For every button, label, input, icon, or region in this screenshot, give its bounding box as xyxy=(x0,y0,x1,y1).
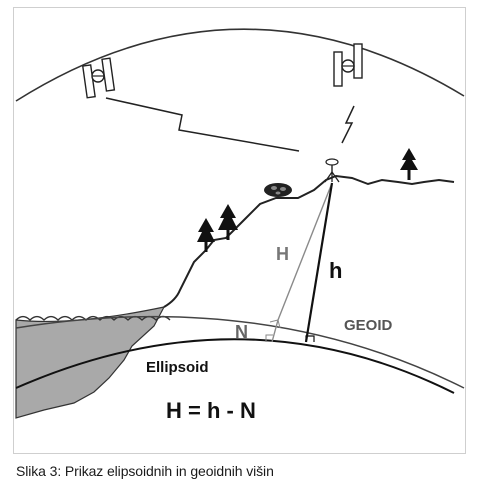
geoid-curve xyxy=(15,315,465,389)
label-geoid-undulation: N xyxy=(235,322,248,342)
figure-caption: Slika 3: Prikaz elipsoidnih in geoidnih … xyxy=(16,463,274,479)
tree-icon xyxy=(400,148,418,180)
label-ellipsoid: Ellipsoid xyxy=(146,359,209,376)
signal-lightning-icon xyxy=(341,105,355,144)
tree-icon xyxy=(218,204,238,240)
label-ellipsoid-height: h xyxy=(329,258,342,283)
right-angle-marker xyxy=(265,334,273,342)
satellite-icon xyxy=(333,43,363,87)
figure-frame: H h N GEOID Ellipsoid H = h - N xyxy=(13,7,466,454)
right-angle-marker xyxy=(269,319,281,329)
undulation-line xyxy=(271,319,279,343)
gps-receiver-icon xyxy=(324,158,340,183)
satellite-icon xyxy=(81,57,116,99)
signal-lightning-icon xyxy=(105,97,300,152)
label-geoid: GEOID xyxy=(344,317,393,334)
orthometric-height-line xyxy=(277,182,333,321)
geoid-ellipsoid-diagram: H h N GEOID Ellipsoid H = h - N xyxy=(15,28,465,423)
orbit-arc xyxy=(15,28,465,102)
label-orthometric-height: H xyxy=(276,244,289,264)
sea-waves xyxy=(15,315,171,321)
formula: H = h - N xyxy=(166,398,256,423)
bush-icon xyxy=(264,183,292,197)
tree-icon xyxy=(197,218,215,252)
sea-area xyxy=(15,306,166,419)
ellipsoid-curve xyxy=(15,338,455,394)
ellipsoid-height-line xyxy=(304,182,334,343)
right-angle-marker xyxy=(305,335,315,342)
